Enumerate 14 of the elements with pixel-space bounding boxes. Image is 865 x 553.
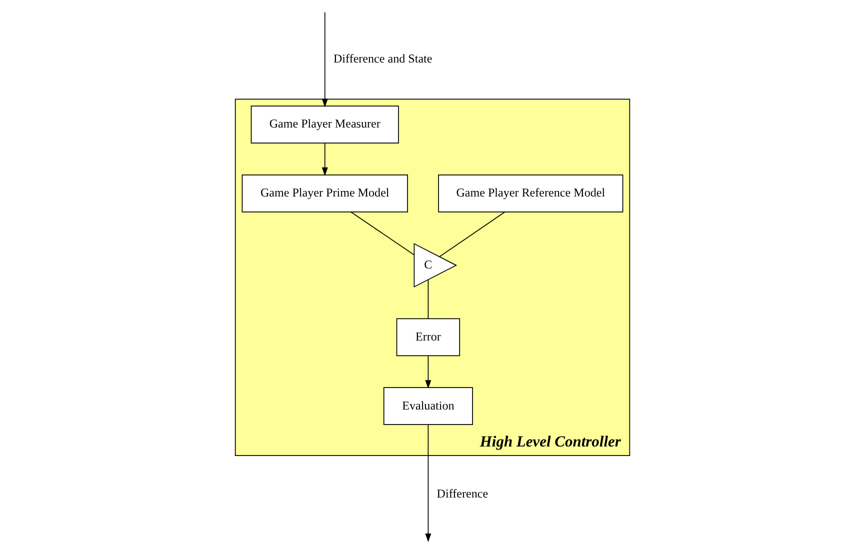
connector — [428, 279, 429, 320]
edge-label: Difference and State — [333, 52, 432, 66]
node-box: Evaluation — [383, 387, 473, 426]
node-box: Game Player Reference Model — [438, 174, 624, 212]
node-box: Game Player Measurer — [250, 106, 399, 144]
edge-label: Difference — [436, 486, 488, 501]
connector — [439, 212, 506, 258]
arrow — [322, 142, 328, 176]
arrow — [322, 12, 328, 108]
node-box: Error — [396, 318, 460, 356]
node-box: Game Player Prime Model — [242, 174, 408, 212]
connector — [350, 212, 414, 256]
arrow — [425, 356, 432, 389]
arrow — [425, 424, 432, 542]
